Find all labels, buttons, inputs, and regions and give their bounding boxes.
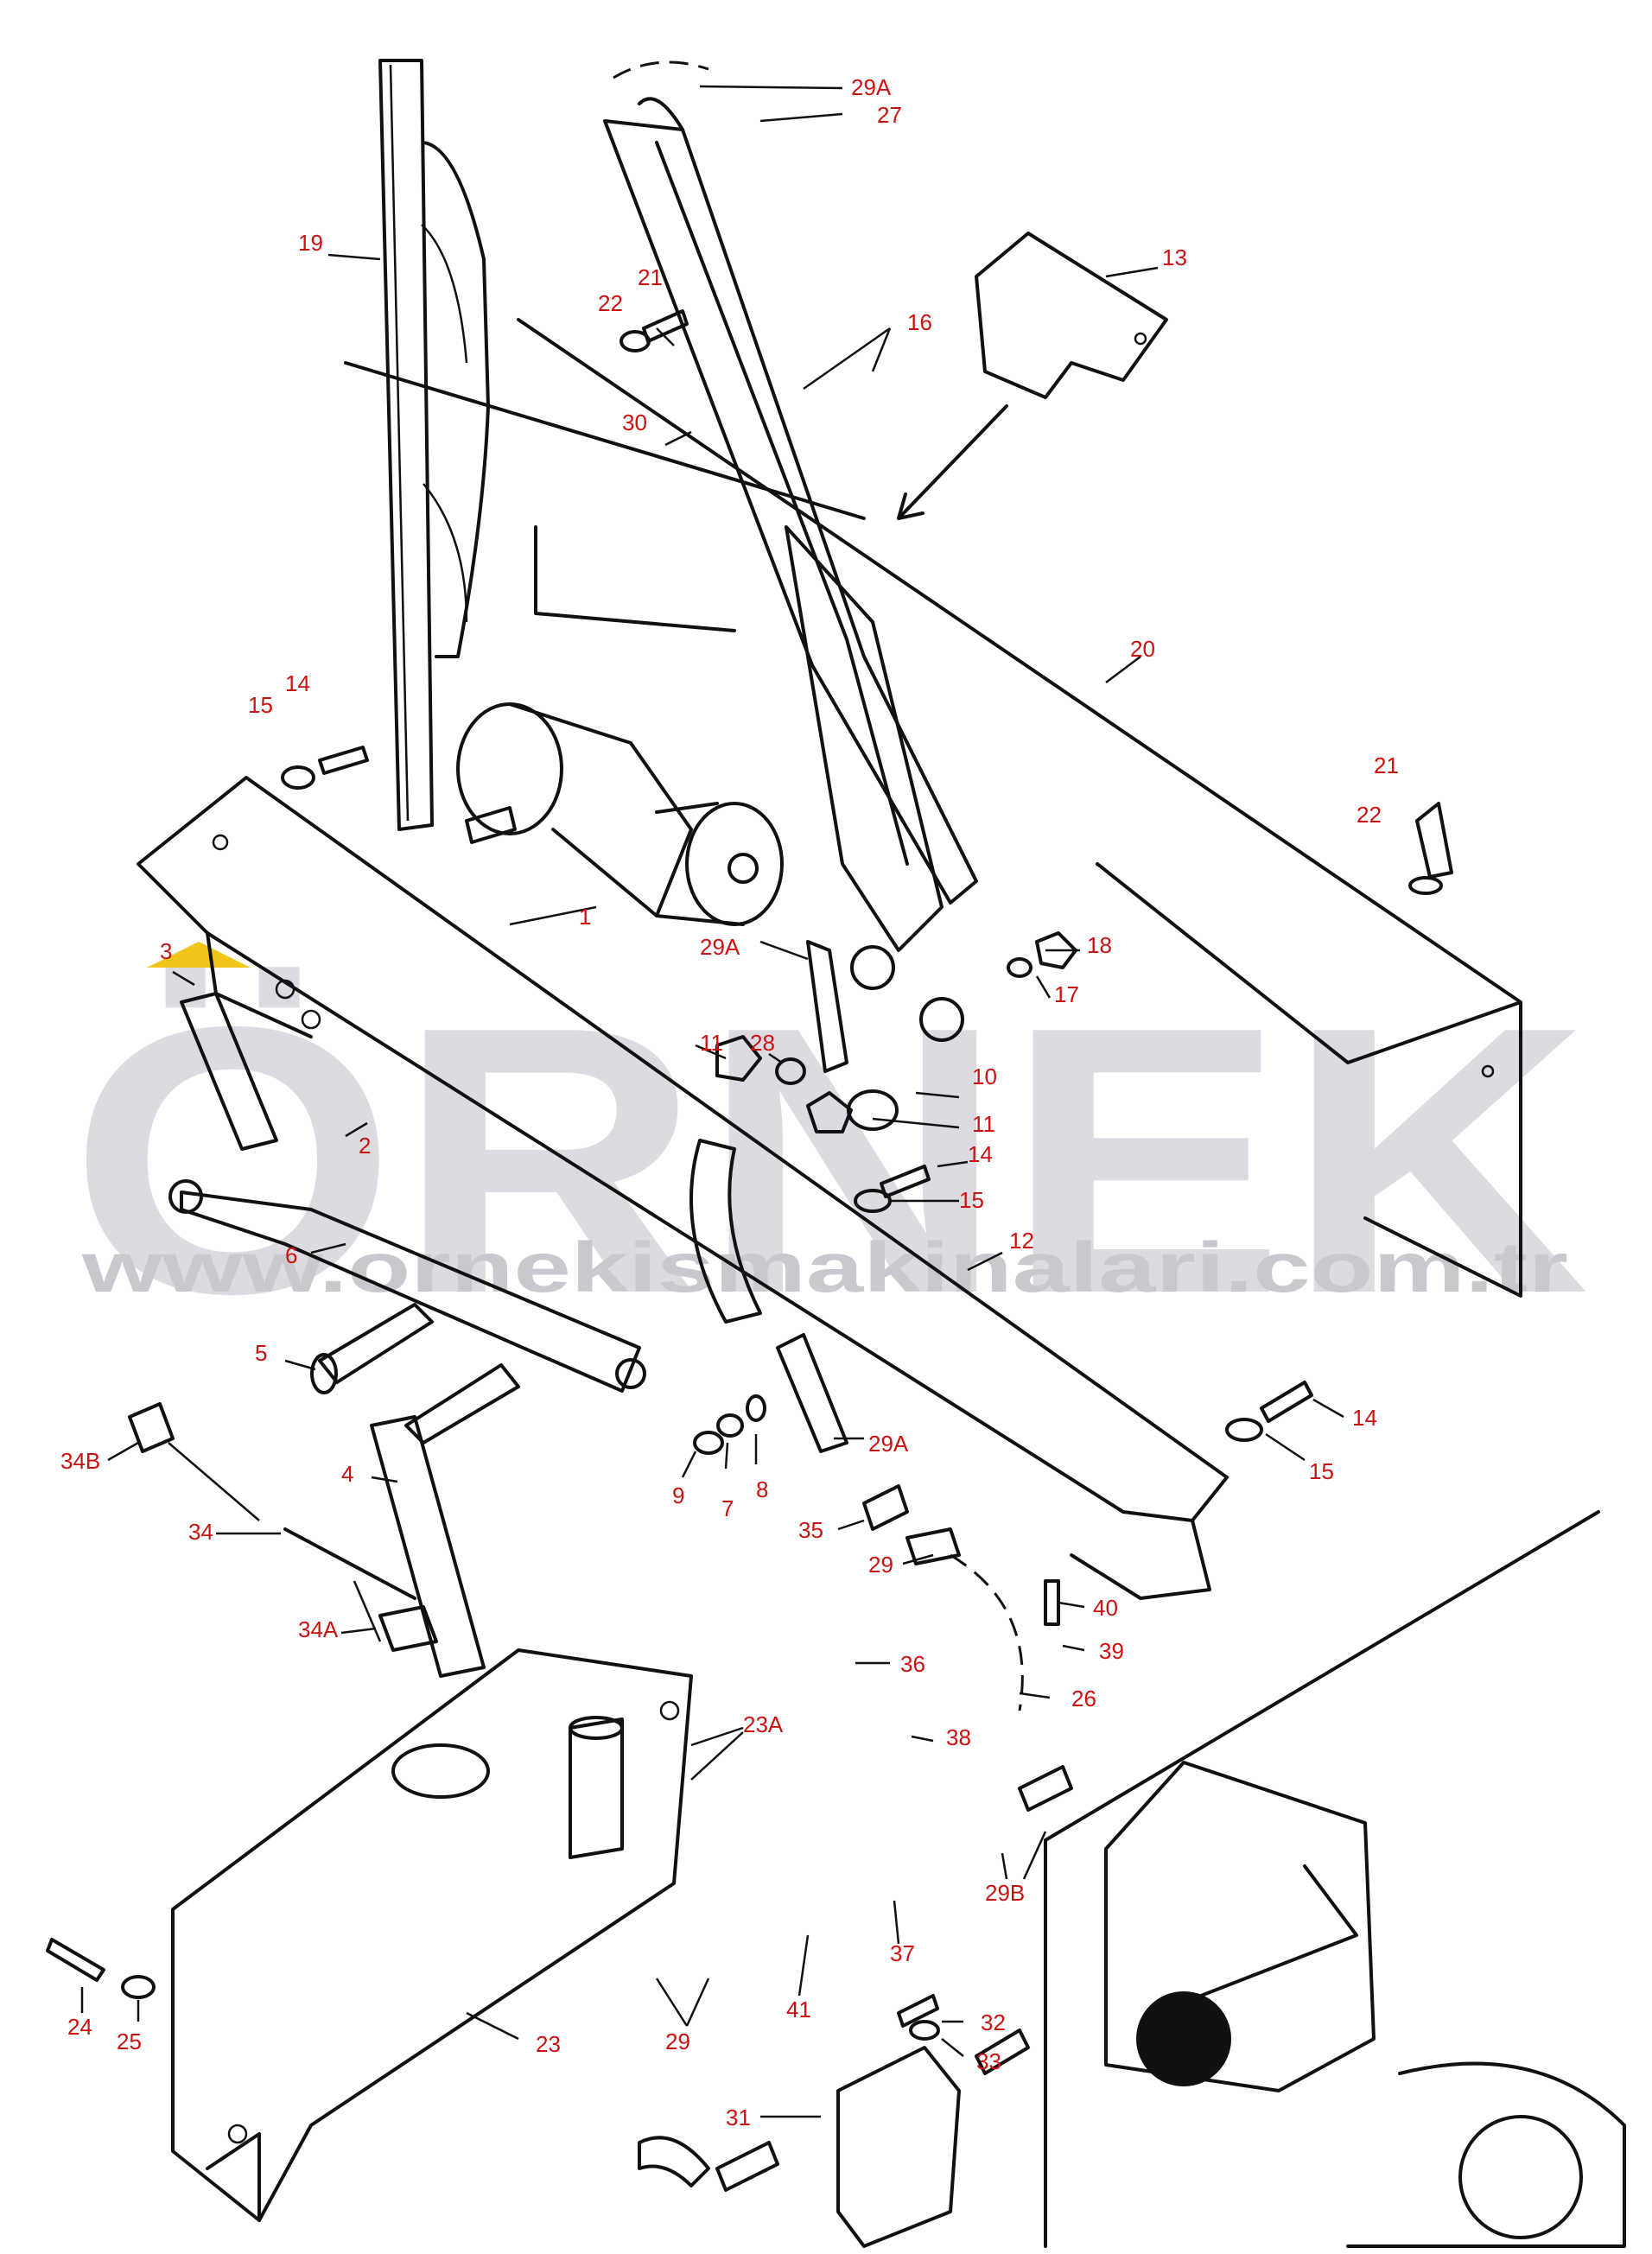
washer-hoses — [613, 60, 1073, 2192]
callout-labels: 29A 27 13 19 21 22 16 30 20 14 15 21 22 … — [60, 74, 1399, 2130]
callout-35: 35 — [798, 1517, 823, 1543]
callout-13: 13 — [1162, 244, 1187, 270]
callout-29-low: 29 — [665, 2029, 690, 2054]
callout-29a-mid: 29A — [700, 934, 740, 960]
callout-8: 8 — [756, 1476, 768, 1502]
callout-29a-low: 29A — [868, 1431, 909, 1457]
callout-29-mid: 29 — [868, 1552, 893, 1578]
callout-24: 24 — [67, 2014, 92, 2040]
callout-41: 41 — [786, 1997, 811, 2022]
callout-15-b: 15 — [959, 1187, 984, 1213]
callout-21-top: 21 — [638, 264, 663, 290]
callout-34b: 34B — [60, 1448, 100, 1474]
callout-29a-top: 29A — [851, 74, 892, 100]
deflector-bracket — [975, 232, 1168, 399]
callout-31: 31 — [726, 2105, 751, 2130]
drive-spindles — [310, 1303, 520, 1678]
callout-15-a: 15 — [248, 692, 273, 718]
watermark-accent-mark — [147, 942, 251, 968]
callout-11-a: 11 — [700, 1030, 723, 1056]
callout-10: 10 — [972, 1064, 997, 1089]
callout-16: 16 — [907, 309, 932, 335]
callout-37: 37 — [890, 1940, 915, 1966]
watermark: ÖRNEK www.ornekismakinalari.com.tr — [69, 942, 1590, 1373]
washer-reservoir — [171, 1648, 693, 2222]
callout-23: 23 — [536, 2031, 561, 2057]
callout-6: 6 — [285, 1242, 297, 1268]
callout-14-a: 14 — [285, 670, 310, 696]
machine-inset — [1044, 1510, 1626, 2248]
callout-17: 17 — [1054, 981, 1079, 1007]
callout-30: 30 — [622, 410, 647, 435]
callout-7: 7 — [721, 1495, 734, 1521]
callout-4: 4 — [341, 1461, 353, 1487]
callout-14-b: 14 — [968, 1141, 993, 1167]
callout-18: 18 — [1087, 932, 1112, 958]
callout-5: 5 — [255, 1340, 267, 1366]
callout-14-c: 14 — [1352, 1405, 1377, 1431]
callout-21-right: 21 — [1374, 752, 1399, 778]
callout-27: 27 — [877, 102, 902, 128]
callout-9: 9 — [672, 1483, 684, 1508]
callout-28: 28 — [750, 1030, 775, 1056]
callout-23a: 23A — [743, 1711, 784, 1737]
callout-22-top: 22 — [598, 290, 623, 316]
callout-25: 25 — [117, 2029, 142, 2054]
callout-1: 1 — [579, 904, 591, 930]
callout-22-right: 22 — [1357, 802, 1382, 828]
callout-3: 3 — [160, 938, 172, 964]
callout-32: 32 — [981, 2010, 1006, 2035]
wiring-harness — [128, 1402, 438, 1652]
callout-12: 12 — [1009, 1228, 1034, 1254]
watermark-logo: ÖRNEK — [69, 949, 1590, 1373]
washer-pump — [836, 1994, 961, 2248]
wiper-motor — [456, 702, 784, 926]
assembly-arrow — [897, 404, 1008, 520]
callout-19: 19 — [298, 230, 323, 256]
callout-40: 40 — [1093, 1595, 1118, 1621]
callout-39: 39 — [1099, 1638, 1124, 1664]
callout-38: 38 — [946, 1724, 971, 1750]
wiper-blade — [378, 59, 490, 831]
callout-15-c: 15 — [1309, 1458, 1334, 1484]
wiper-arms — [603, 97, 978, 1042]
cover-panel — [344, 318, 1522, 1298]
callout-34a: 34A — [298, 1616, 339, 1642]
callout-36: 36 — [900, 1651, 925, 1677]
watermark-url: www.ornekismakinalari.com.tr — [81, 1229, 1568, 1307]
leader-lines — [80, 85, 1344, 2118]
linkage — [168, 992, 646, 1393]
fasteners — [46, 309, 1453, 1999]
callout-29b: 29B — [985, 1880, 1025, 1906]
callout-26: 26 — [1071, 1686, 1096, 1711]
callout-20: 20 — [1130, 636, 1155, 662]
callout-33: 33 — [976, 2048, 1001, 2074]
callout-11-b: 11 — [972, 1111, 995, 1137]
callout-2: 2 — [359, 1133, 371, 1159]
callout-34: 34 — [188, 1519, 213, 1545]
